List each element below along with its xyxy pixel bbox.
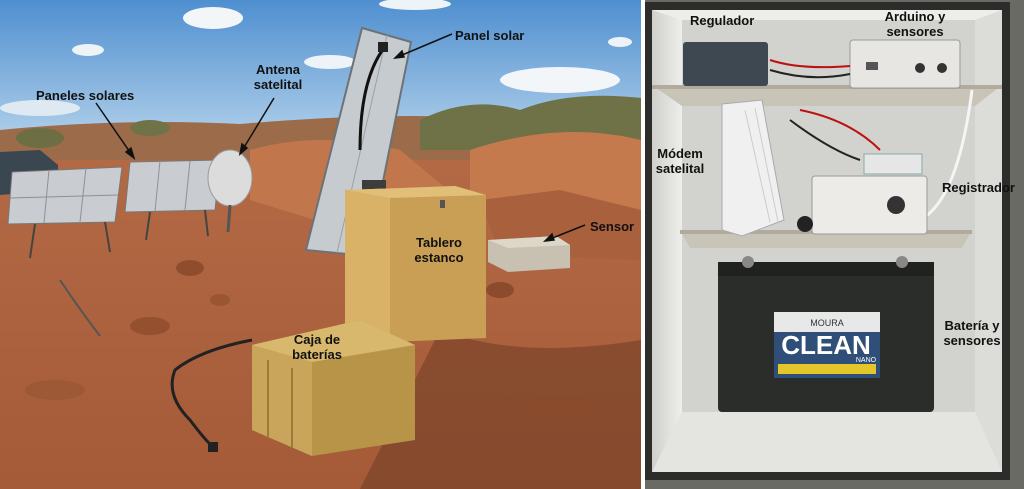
label-bateria-y-sensores: Batería y sensores <box>943 318 1001 348</box>
battery: MOURA CLEAN NANO <box>718 256 934 412</box>
cabinet-interior-photo: MOURA CLEAN NANO <box>645 0 1024 489</box>
satellite-modem <box>721 99 785 237</box>
solar-panels-group <box>7 159 221 259</box>
callout-arrows <box>95 33 586 242</box>
battery-maker: MOURA <box>810 318 844 328</box>
label-tablero-estanco: Tablero estanco <box>414 235 464 265</box>
label-modem-satelital: Módem satelital <box>655 146 705 176</box>
label-arduino-y-sensores: Arduino y sensores <box>884 9 946 39</box>
label-regulador: Regulador <box>690 13 755 28</box>
arduino-box <box>849 39 961 89</box>
data-logger <box>811 175 928 235</box>
weatherproof-cabinet <box>345 186 486 342</box>
label-registrador: Registrador <box>942 180 1015 195</box>
label-paneles-solares: Paneles solares <box>36 88 135 103</box>
regulator <box>683 42 768 86</box>
sensor-block <box>488 236 570 272</box>
satellite-dish <box>207 149 253 207</box>
label-antena-satelital: Antena satelital <box>253 62 303 92</box>
label-caja-de-baterias: Caja de baterías <box>292 332 342 362</box>
battery-sub: NANO <box>856 357 877 364</box>
label-panel-solar: Panel solar <box>455 28 525 43</box>
battery-brand: CLEAN <box>781 330 871 360</box>
field-photo <box>0 0 641 489</box>
battery-box <box>252 320 415 456</box>
label-sensor: Sensor <box>590 219 635 234</box>
